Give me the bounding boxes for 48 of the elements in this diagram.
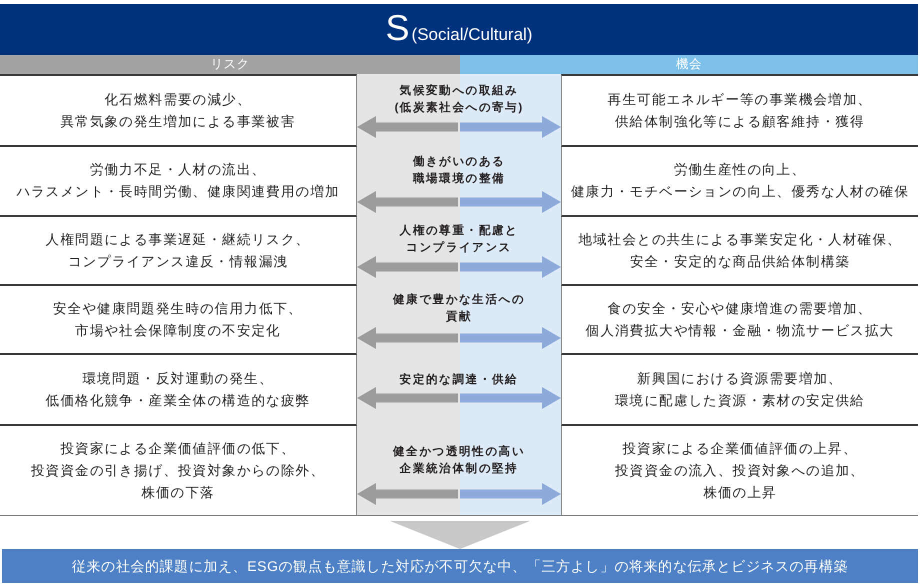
right-block-arrow	[460, 116, 561, 138]
opportunity-cell	[561, 217, 918, 286]
theme-label: 健全かつ透明性の高い企業統治体制の堅持	[392, 444, 526, 477]
conclusion-banner	[2, 549, 918, 583]
down-chevron-arrow	[390, 521, 530, 549]
conclusion-text: 従来の社会的課題に加え、ESGの観点も意識した対応が不可欠な中、「三方よし」の将来的な伝承とビジネスの再構築	[72, 556, 848, 576]
title-banner	[0, 4, 918, 55]
opportunity-text: 労働生産性の向上、健康力・モチベーションの向上、優秀な人材の確保	[570, 161, 910, 201]
theme-label: 働きがいのある職場環境の整備	[412, 154, 506, 187]
title-initial: S	[386, 10, 410, 46]
left-block-arrow	[357, 387, 458, 409]
opportunity-text: 地域社会との共生による事業安定化・人材確保、安全・安定的な商品供給体制構築	[578, 230, 902, 270]
risk-text: 化石燃料需要の減少、異常気象の発生増加による事業被害	[60, 90, 296, 130]
right-block-arrow	[460, 387, 561, 409]
opportunity-text: 再生可能エネルギー等の事業機会増加、供給体制強化等による顧客維持・獲得	[607, 90, 873, 130]
risk-text: 人権問題による事業遅延・継続リスク、コンプライアンス違反・情報漏洩	[45, 230, 311, 270]
opportunity-cell	[561, 74, 918, 147]
risk-cell	[0, 74, 357, 147]
left-block-arrow	[357, 483, 458, 505]
theme-label: 健康で豊かな生活への貢献	[392, 292, 526, 325]
risk-text: 労働力不足・人材の流出、ハラスメント・長時間労働、健康関連費用の増加	[16, 161, 340, 201]
risk-text: 安全や健康問題発生時の信用力低下、市場や社会保障制度の不安定化	[52, 300, 304, 340]
right-block-arrow	[460, 327, 561, 349]
column-header-band	[0, 55, 460, 74]
left-block-arrow	[357, 116, 458, 138]
theme-label: 安定的な調達・供給	[400, 372, 518, 388]
column-header-label: 機会	[676, 57, 702, 72]
left-block-arrow	[357, 327, 458, 349]
left-block-arrow	[357, 191, 458, 213]
title-subtitle: (Social/Cultural)	[412, 26, 532, 43]
opportunity-cell	[561, 286, 918, 355]
column-header-band	[460, 55, 918, 74]
opportunity-cell	[561, 147, 918, 217]
column-header-label: リスク	[210, 57, 250, 72]
opportunity-cell	[561, 355, 918, 426]
right-block-arrow	[460, 483, 561, 505]
opportunity-text: 投資家による企業価値評価の上昇、投資資金の流入、投資対象への追加、株価の上昇	[614, 440, 866, 502]
opportunity-cell	[561, 426, 918, 516]
theme-label: 人権の尊重・配慮とコンプライアンス	[399, 223, 519, 256]
right-block-arrow	[460, 256, 561, 278]
left-block-arrow	[357, 256, 458, 278]
right-block-arrow	[460, 191, 561, 213]
theme-cell	[357, 426, 561, 516]
theme-label: 気候変動への取組み(低炭素社会への寄与)	[394, 83, 524, 116]
risk-text: 環境問題・反対運動の発生、低価格化競争・産業全体の構造的な疲弊	[45, 370, 311, 410]
risk-text: 投資家による企業価値評価の低下、投資資金の引き揚げ、投資対象からの除外、株価の下落	[30, 440, 326, 502]
opportunity-text: 食の安全・安心や健康増進の需要増加、個人消費拡大や情報・金融・物流サービス拡大	[585, 300, 895, 340]
opportunity-text: 新興国における資源需要増加、環境に配慮した資源・素材の安定供給	[614, 370, 866, 410]
